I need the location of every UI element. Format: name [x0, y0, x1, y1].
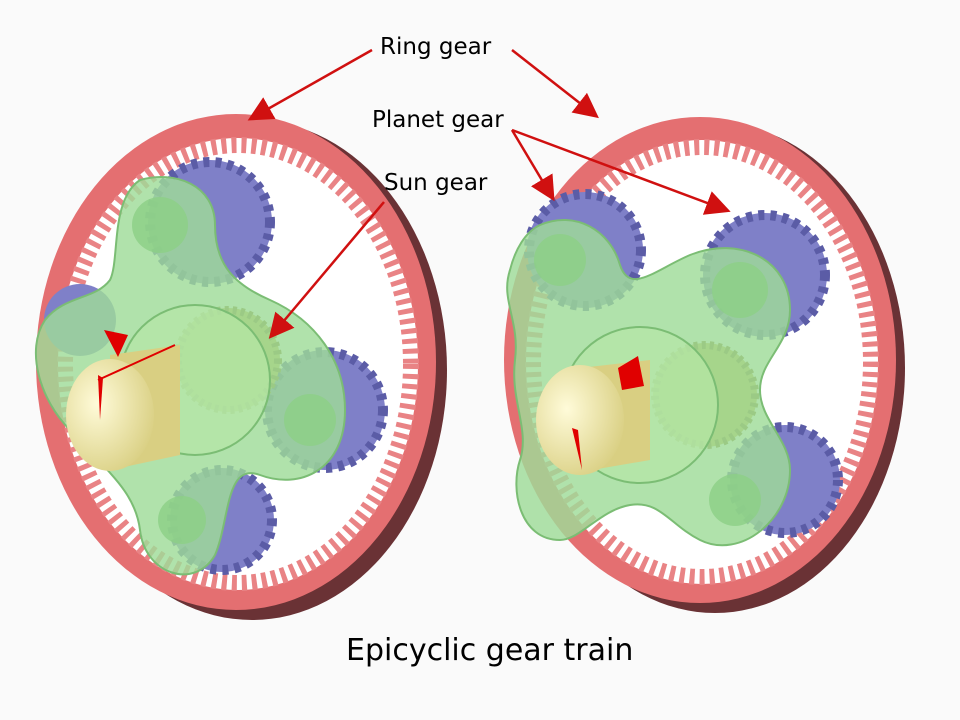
- left-shaft-face: [66, 359, 154, 471]
- arrow-planet-gear-left: [510, 129, 555, 202]
- left-ring-gear-teeth: [57, 137, 419, 591]
- callout-arrows: [247, 48, 731, 339]
- left-carrier-pin-top: [132, 197, 188, 253]
- arrow-sun-gear: [268, 201, 385, 339]
- left-gear-assembly: [34, 114, 447, 620]
- arrow-ring-gear-left: [247, 48, 373, 121]
- diagram-caption: Epicyclic gear train: [346, 633, 634, 668]
- right-carrier-pin-right: [712, 262, 768, 318]
- left-marker-face: [98, 375, 103, 420]
- right-gear-assembly: [504, 117, 905, 613]
- arrow-planet-gear-right: [511, 128, 731, 215]
- right-planet-gear-bottom-teeth: [727, 422, 843, 538]
- right-planet-gear-right-teeth: [700, 210, 830, 340]
- right-marker-top: [618, 356, 644, 390]
- ring-gear-label: Ring gear: [380, 34, 492, 60]
- right-carrier-pin-bottom: [709, 474, 761, 526]
- left-marker-line: [97, 344, 176, 381]
- left-marker-top: [104, 330, 128, 357]
- right-shaft-face: [536, 365, 624, 475]
- left-carrier-pin-right: [284, 394, 336, 446]
- right-marker-face: [572, 428, 582, 470]
- sun-gear-label: Sun gear: [384, 170, 488, 196]
- right-carrier-pin-left: [534, 234, 586, 286]
- planet-gear-label: Planet gear: [372, 107, 504, 133]
- left-carrier-pin-bottom: [158, 496, 206, 544]
- right-ring-gear-teeth: [525, 139, 879, 585]
- arrow-ring-gear-right: [511, 49, 599, 119]
- left-planet-gear-top-teeth: [145, 157, 275, 287]
